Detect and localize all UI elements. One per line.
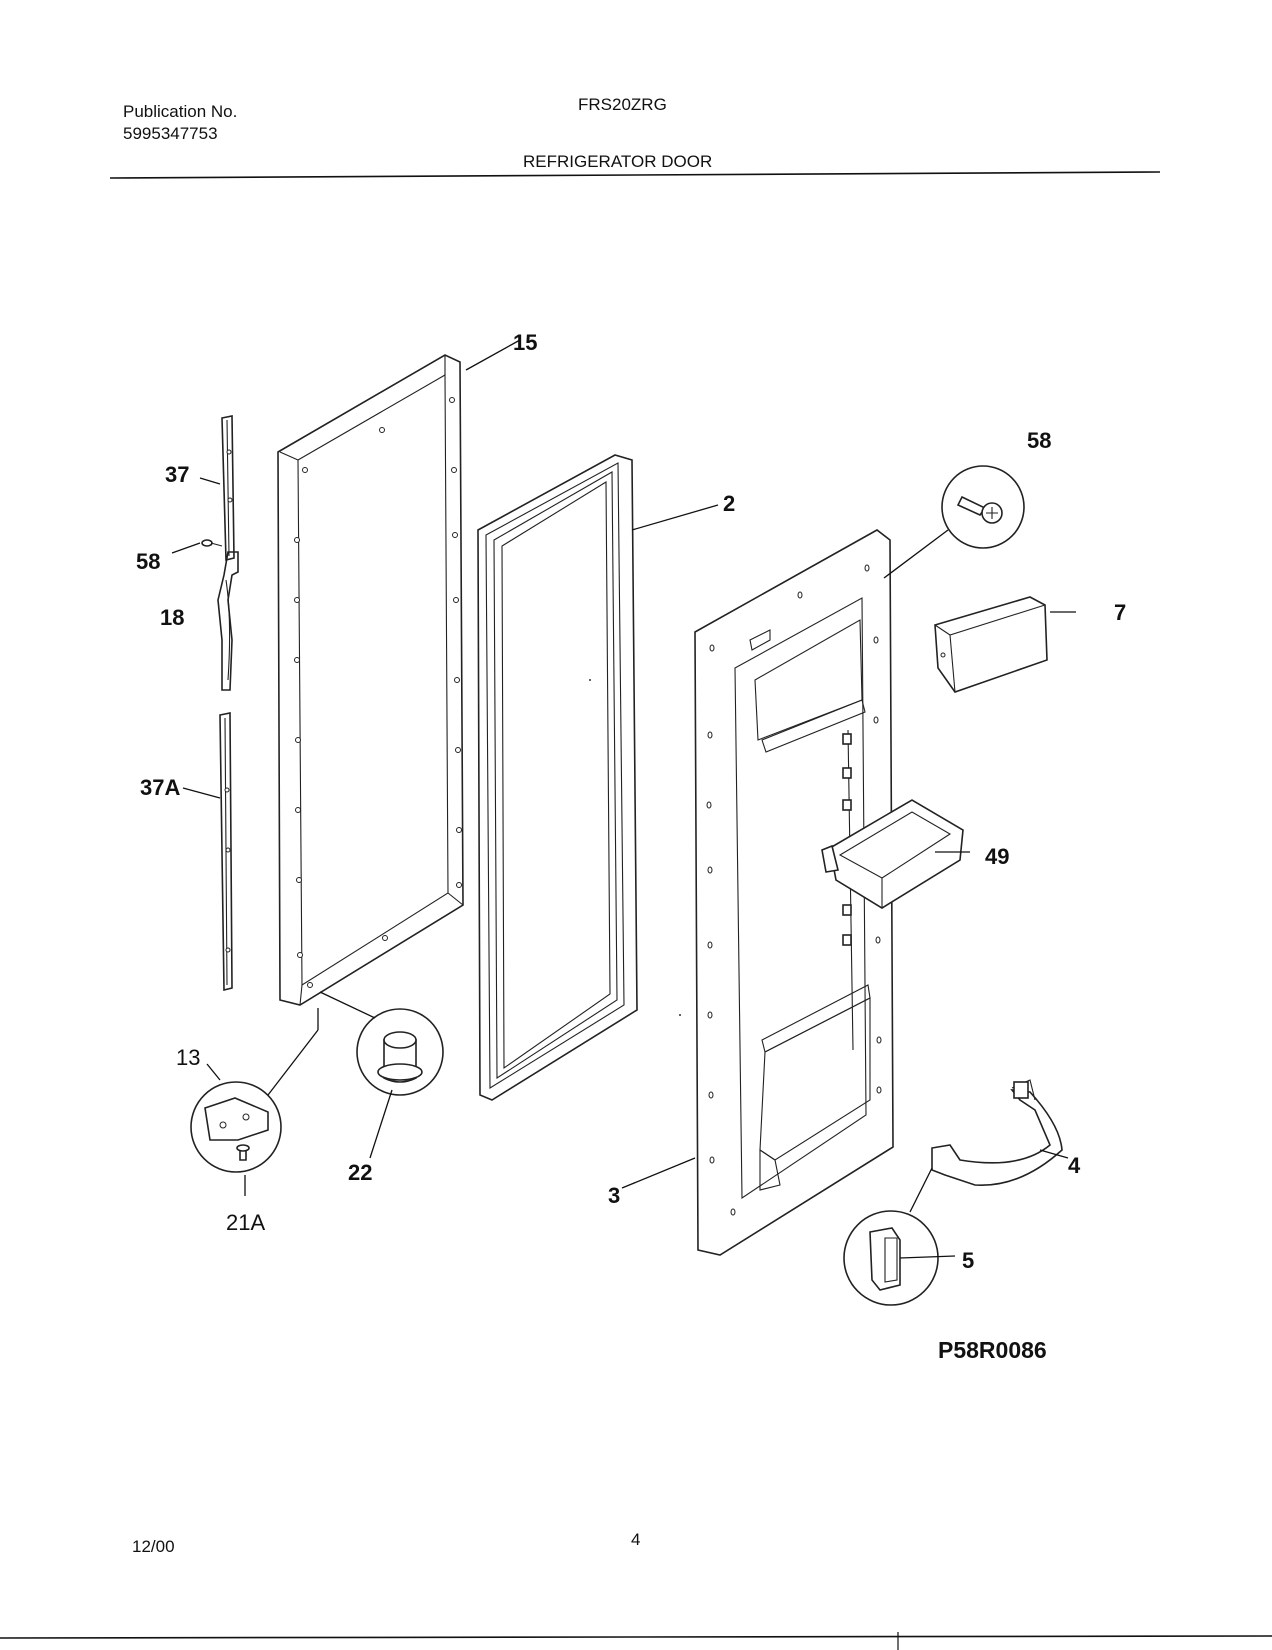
frame-holes [294, 397, 462, 988]
callout-58-top: 58 [1027, 428, 1052, 453]
handle-4 [931, 1079, 1063, 1186]
callout-15: 15 [513, 330, 538, 355]
door-gasket-2 [477, 454, 681, 1101]
door-frame-15 [277, 354, 464, 1006]
callout-4: 4 [1068, 1153, 1081, 1178]
callout-18: 18 [160, 605, 185, 630]
callout-leaders [171, 339, 1076, 1259]
publication-label: Publication No. [123, 102, 238, 121]
callout-22: 22 [348, 1160, 373, 1185]
screw-58-left [201, 539, 223, 547]
dairy-door-7 [934, 596, 1048, 693]
callout-13: 13 [176, 1045, 201, 1070]
detail-circle-5 [843, 1167, 939, 1306]
detail-circle-13 [190, 1008, 319, 1173]
trim-strip-37 [221, 415, 235, 562]
door-liner-3 [694, 529, 894, 1256]
callout-58-left: 58 [136, 549, 161, 574]
header-rule [109, 171, 1161, 179]
hinge-bracket-18 [217, 551, 239, 691]
footer-rule [0, 1635, 1272, 1639]
callout-5: 5 [962, 1248, 975, 1273]
trim-strip-37a [219, 712, 233, 992]
page-number: 4 [631, 1530, 641, 1549]
callout-49: 49 [985, 844, 1010, 869]
liner-holes [706, 564, 882, 1216]
callout-2: 2 [723, 491, 736, 516]
callout-37a: 37A [140, 775, 181, 800]
callout-3: 3 [608, 1183, 621, 1208]
detail-circle-22 [319, 991, 444, 1096]
section-title: REFRIGERATOR DOOR [523, 152, 713, 171]
callout-7: 7 [1114, 600, 1127, 625]
drawing-code: P58R0086 [938, 1337, 1047, 1363]
callout-21a: 21A [226, 1210, 266, 1235]
footer-date: 12/00 [132, 1537, 175, 1556]
callout-37: 37 [165, 462, 190, 487]
liner-clips [842, 733, 852, 946]
door-bin-49 [821, 799, 964, 909]
publication-number: 5995347753 [123, 124, 218, 143]
detail-circle-58 [883, 465, 1025, 579]
model-number: FRS20ZRG [578, 95, 667, 114]
